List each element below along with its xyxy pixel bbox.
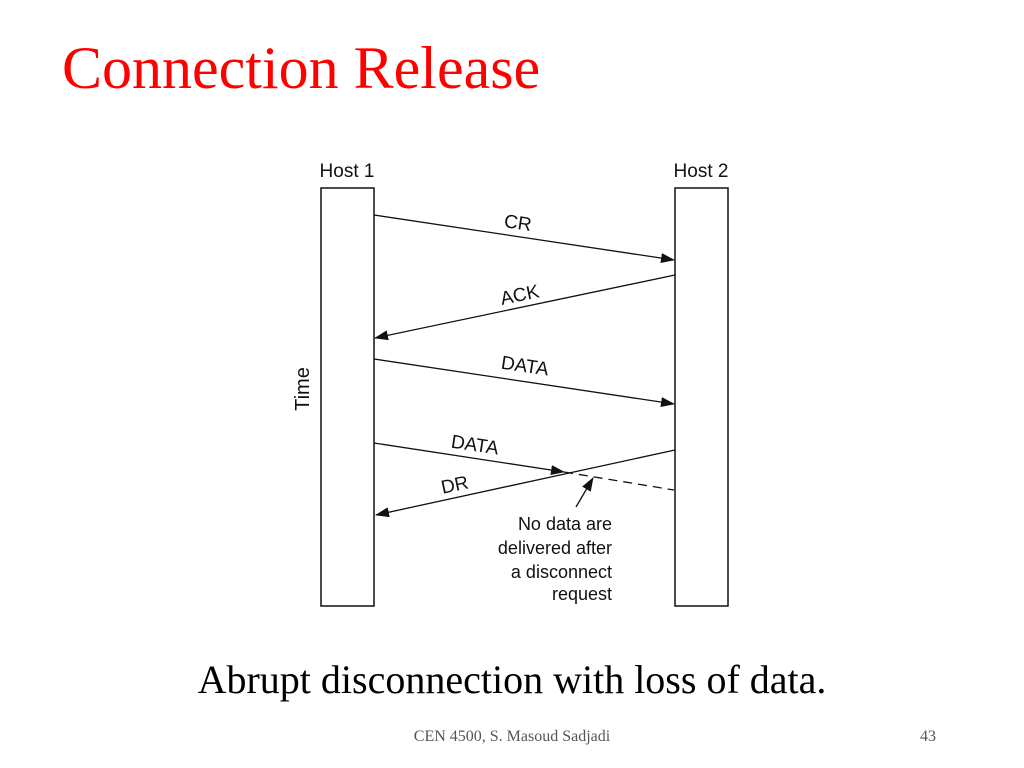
note-pointer-arrow bbox=[575, 477, 594, 508]
note-line-1: No data are bbox=[518, 514, 612, 534]
data-arrow-1 bbox=[373, 358, 675, 408]
time-axis-label: Time bbox=[292, 367, 314, 411]
page-number: 43 bbox=[920, 728, 936, 745]
host2-label: Host 2 bbox=[674, 161, 729, 182]
cr-arrow bbox=[373, 214, 675, 264]
note-line-4: request bbox=[552, 584, 612, 604]
dr-arrow bbox=[375, 449, 676, 518]
ack-arrow bbox=[374, 274, 676, 341]
footer-text: CEN 4500, S. Masoud Sadjadi bbox=[413, 728, 611, 745]
data-arrow-2 bbox=[373, 442, 565, 475]
ack-label: ACK bbox=[499, 281, 542, 310]
data-arrow-2-lost-segment bbox=[563, 471, 675, 491]
host2-timeline bbox=[674, 187, 729, 607]
slide-title: Connection Release bbox=[62, 35, 541, 101]
host1-timeline bbox=[320, 187, 375, 607]
cr-label: CR bbox=[503, 211, 533, 236]
host1-label: Host 1 bbox=[320, 161, 375, 182]
data-label-1: DATA bbox=[500, 353, 551, 381]
note-line-3: a disconnect bbox=[511, 562, 612, 582]
note-line-2: delivered after bbox=[498, 538, 612, 558]
diagram-caption: Abrupt disconnection with loss of data. bbox=[197, 657, 827, 702]
dr-label: DR bbox=[439, 472, 470, 498]
